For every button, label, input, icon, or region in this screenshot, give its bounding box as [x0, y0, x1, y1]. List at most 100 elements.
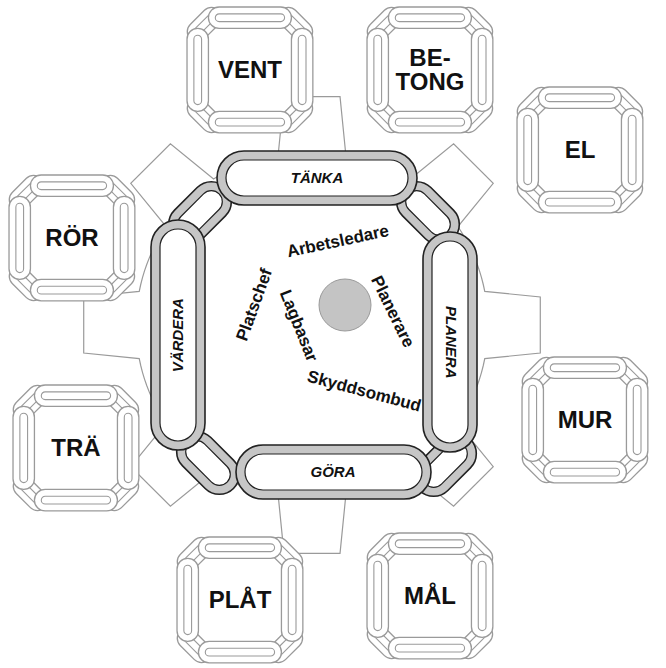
link-inner	[41, 392, 110, 400]
phase-label: PLANERA	[442, 306, 459, 379]
phase-label: GÖRA	[311, 464, 356, 481]
big-link	[423, 232, 477, 452]
side-link	[187, 28, 208, 111]
side-link	[13, 406, 34, 489]
link-outer	[34, 385, 117, 406]
side-link	[538, 87, 621, 108]
link-outer	[291, 28, 312, 111]
link-inner	[215, 14, 284, 22]
link-outer	[30, 175, 113, 196]
link-inner	[550, 364, 619, 372]
link-inner	[245, 454, 422, 490]
link-inner	[395, 540, 464, 548]
side-link	[291, 28, 312, 111]
link-outer	[388, 111, 471, 132]
trade-ring: RÖR	[5, 171, 139, 305]
link-outer	[538, 191, 621, 212]
link-inner	[432, 241, 468, 443]
link-outer	[367, 28, 388, 111]
link-outer	[423, 232, 477, 452]
side-link	[621, 108, 642, 191]
gear-wheel	[84, 97, 541, 554]
side-link	[538, 191, 621, 212]
link-outer	[208, 111, 291, 132]
trade-label: BE- TONG	[388, 46, 471, 95]
ring-ground	[187, 7, 313, 133]
ring-ground	[9, 175, 135, 301]
link-inner	[374, 561, 382, 630]
trade-ring: MÅL	[363, 529, 497, 663]
link-outer	[281, 558, 302, 641]
link-inner	[120, 203, 128, 272]
link-outer	[517, 108, 538, 191]
link-outer	[236, 445, 431, 499]
link-inner	[545, 198, 614, 206]
link-inner	[16, 203, 24, 272]
link-inner	[41, 496, 110, 504]
side-link	[517, 108, 538, 191]
side-link	[34, 489, 117, 510]
link-inner	[184, 565, 192, 634]
process-link: TÄNKA	[217, 151, 417, 205]
link-outer	[388, 637, 471, 658]
link-inner	[529, 385, 537, 454]
link-inner	[550, 468, 619, 476]
ring-ground	[367, 7, 493, 133]
trade-label: PLÅT	[198, 588, 281, 612]
link-inner	[545, 94, 614, 102]
side-link	[543, 461, 626, 482]
link-inner	[628, 115, 636, 184]
side-link	[198, 641, 281, 662]
link-inner	[160, 229, 196, 441]
trade-label: EL	[538, 138, 621, 162]
link-inner	[524, 115, 532, 184]
link-inner	[395, 118, 464, 126]
side-link	[388, 637, 471, 658]
link-inner	[288, 565, 296, 634]
phase-label: VÄRDERA	[170, 298, 187, 372]
link-outer	[471, 28, 492, 111]
link-outer	[388, 533, 471, 554]
link-inner	[205, 648, 274, 656]
link-inner	[215, 118, 284, 126]
link-outer	[187, 28, 208, 111]
side-link	[388, 533, 471, 554]
link-inner	[124, 413, 132, 482]
side-link	[208, 7, 291, 28]
side-link	[388, 111, 471, 132]
link-inner	[374, 35, 382, 104]
trade-label: MÅL	[388, 584, 471, 608]
link-inner	[20, 413, 28, 482]
side-link	[198, 537, 281, 558]
link-outer	[13, 406, 34, 489]
side-link	[30, 175, 113, 196]
big-link	[236, 445, 431, 499]
link-outer	[198, 537, 281, 558]
link-outer	[626, 378, 647, 461]
trade-ring: VENT	[183, 3, 317, 137]
ring-ground	[13, 385, 139, 511]
link-outer	[208, 7, 291, 28]
link-outer	[117, 406, 138, 489]
link-inner	[478, 561, 486, 630]
trade-label: RÖR	[30, 226, 113, 250]
side-link	[471, 28, 492, 111]
side-link	[543, 357, 626, 378]
hub-circle	[319, 279, 371, 331]
side-link	[208, 111, 291, 132]
link-inner	[226, 160, 408, 196]
link-outer	[538, 87, 621, 108]
link-inner	[395, 14, 464, 22]
link-inner	[37, 286, 106, 294]
phase-label: TÄNKA	[291, 170, 344, 187]
side-link	[113, 196, 134, 279]
link-outer	[9, 196, 30, 279]
big-link	[217, 151, 417, 205]
trade-label: VENT	[208, 58, 291, 82]
trade-ring: MUR	[518, 353, 652, 487]
link-outer	[177, 558, 198, 641]
link-inner	[478, 35, 486, 104]
side-link	[626, 378, 647, 461]
link-inner	[298, 35, 306, 104]
